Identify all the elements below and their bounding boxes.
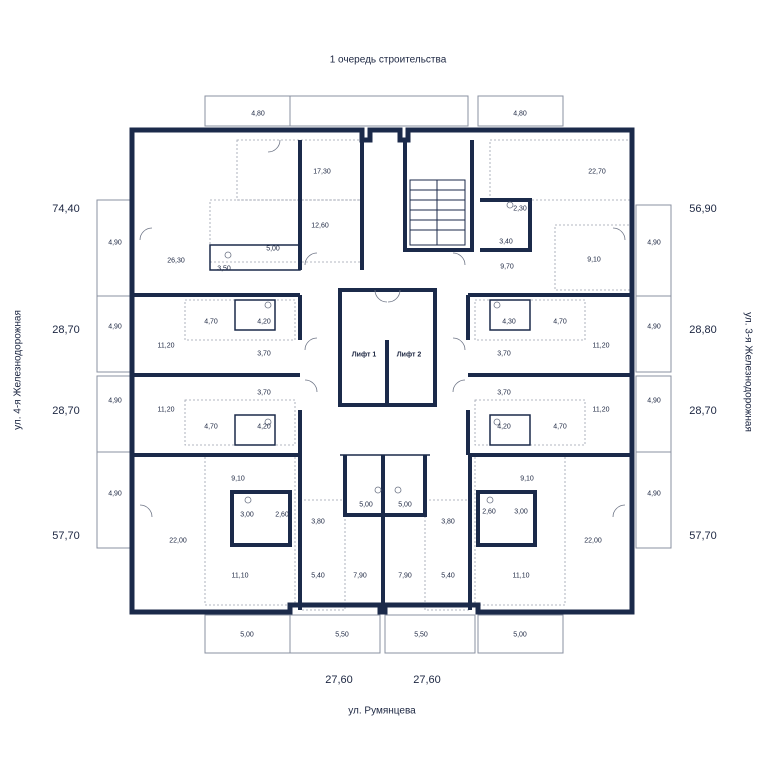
balcony-bottom-3 — [384, 614, 476, 654]
room-area: 26,30 — [167, 257, 185, 265]
room-area: 22,00 — [169, 537, 187, 545]
room-area: 11,10 — [512, 572, 530, 580]
balcony-left-1 — [96, 199, 133, 297]
lift-2-label: Лифт 2 — [396, 351, 422, 359]
room-area: 5,00 — [398, 501, 412, 509]
apartment-total: 27,60 — [413, 674, 441, 686]
room-area: 22,70 — [588, 168, 606, 176]
room-area: 4,90 — [108, 239, 122, 247]
interior-walls — [132, 140, 632, 610]
room-area: 5,00 — [359, 501, 373, 509]
room-area: 5,00 — [513, 631, 527, 639]
balcony-top-right — [477, 95, 564, 127]
room-area: 4,90 — [647, 397, 661, 405]
room-area: 3,80 — [441, 518, 455, 526]
room-area: 5,50 — [414, 631, 428, 639]
balcony-top-middle — [289, 95, 469, 127]
apartment-total: 28,70 — [52, 324, 80, 336]
stair-icon — [409, 179, 466, 246]
room-area: 4,70 — [204, 423, 218, 431]
room-area: 9,70 — [500, 263, 514, 271]
room-area: 5,40 — [311, 572, 325, 580]
room-area: 4,90 — [108, 397, 122, 405]
room-area: 11,20 — [157, 342, 175, 350]
apartment-total: 57,70 — [52, 530, 80, 542]
room-area: 4,70 — [553, 423, 567, 431]
room-area: 5,40 — [441, 572, 455, 580]
room-area: 9,10 — [587, 256, 601, 264]
room-area: 22,00 — [584, 537, 602, 545]
room-area: 4,30 — [502, 318, 516, 326]
room-area: 3,80 — [311, 518, 325, 526]
apartment-total: 28,70 — [689, 405, 717, 417]
apartment-total: 74,40 — [52, 203, 80, 215]
room-area: 7,90 — [398, 572, 412, 580]
room-area: 4,90 — [108, 323, 122, 331]
room-area: 4,90 — [108, 490, 122, 498]
balconies — [96, 95, 672, 654]
room-area: 2,30 — [513, 205, 527, 213]
room-area: 12,60 — [311, 222, 329, 230]
balcony-left-4 — [96, 451, 133, 549]
room-area: 3,00 — [240, 511, 254, 519]
room-area: 9,10 — [520, 475, 534, 483]
room-area: 3,40 — [499, 238, 513, 246]
street-left-label: ул. 4-я Железнодорожная — [12, 310, 24, 430]
street-right-label: ул. 3-я Железнодорожная — [742, 312, 754, 432]
room-area: 4,70 — [553, 318, 567, 326]
room-area: 2,60 — [482, 508, 496, 516]
room-area: 4,80 — [251, 110, 265, 118]
apartment-total: 27,60 — [325, 674, 353, 686]
balcony-bottom-4 — [477, 614, 564, 654]
room-area: 5,00 — [240, 631, 254, 639]
exterior-walls — [129, 127, 635, 615]
room-area: 4,90 — [647, 239, 661, 247]
room-area: 4,20 — [497, 423, 511, 431]
room-area: 3,70 — [257, 389, 271, 397]
balcony-top-left — [204, 95, 291, 127]
apartment-total: 28,70 — [52, 405, 80, 417]
apartment-total: 56,90 — [689, 203, 717, 215]
fixture-icons — [224, 201, 514, 504]
balcony-right-3 — [635, 375, 672, 453]
thin-walls — [209, 244, 531, 456]
room-area: 5,50 — [335, 631, 349, 639]
balcony-left-2 — [96, 295, 133, 373]
apartment-total: 28,80 — [689, 324, 717, 336]
room-area: 5,00 — [266, 245, 280, 253]
room-area: 4,90 — [647, 323, 661, 331]
balcony-right-2 — [635, 295, 672, 373]
room-area: 4,20 — [257, 318, 271, 326]
room-area: 11,10 — [231, 572, 249, 580]
balcony-left-3 — [96, 375, 133, 453]
room-area: 11,20 — [157, 406, 175, 414]
balcony-bottom-2 — [289, 614, 381, 654]
balcony-right-1 — [635, 204, 672, 297]
room-area: 3,70 — [257, 350, 271, 358]
room-area: 11,20 — [592, 406, 610, 414]
apartment-total: 57,70 — [689, 530, 717, 542]
room-area: 3,70 — [497, 389, 511, 397]
room-area: 4,70 — [204, 318, 218, 326]
room-area: 17,30 — [313, 168, 331, 176]
room-area: 2,60 — [275, 511, 289, 519]
street-top-label: 1 очередь строительства — [329, 54, 447, 66]
room-area: 7,90 — [353, 572, 367, 580]
balcony-right-4 — [635, 451, 672, 549]
room-area: 4,80 — [513, 110, 527, 118]
room-area: 4,20 — [257, 423, 271, 431]
room-area: 11,20 — [592, 342, 610, 350]
door-icons — [139, 139, 626, 518]
room-area: 3,00 — [514, 508, 528, 516]
room-area: 9,10 — [231, 475, 245, 483]
street-bottom-label: ул. Румянцева — [348, 705, 416, 717]
room-area: 4,90 — [647, 490, 661, 498]
room-area: 3,70 — [497, 350, 511, 358]
lift-1-label: Лифт 1 — [351, 351, 377, 359]
room-area: 3,50 — [217, 265, 231, 273]
